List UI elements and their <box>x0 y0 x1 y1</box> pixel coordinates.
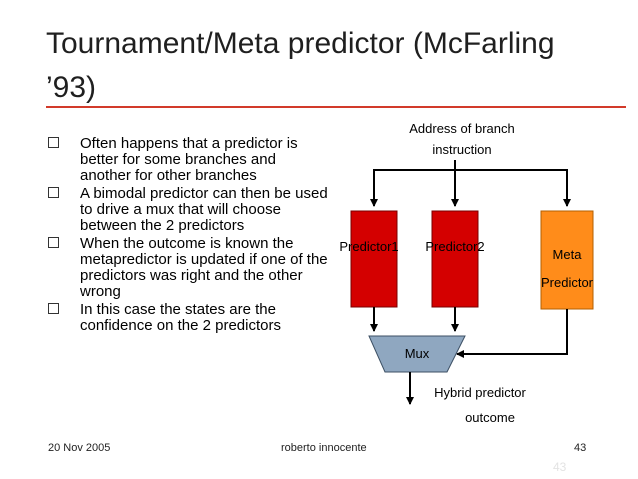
bullet-text: Often happens that a predictor is better… <box>80 135 298 184</box>
meta-label: Meta <box>553 247 583 262</box>
square-bullet-icon <box>48 303 59 314</box>
hybrid-label: Hybrid predictor <box>434 385 526 400</box>
meta-label-line2: Predictor <box>541 275 594 290</box>
predictor2-label: Predictor2 <box>425 239 484 254</box>
mux-block <box>368 335 466 373</box>
square-bullet-icon <box>48 237 59 248</box>
footer-author: roberto innocente <box>281 442 367 454</box>
footer-page-number: 43 <box>574 442 587 454</box>
slide-title: Tournament/Meta predictor (McFarling ’93… <box>46 27 555 104</box>
bullet-text: When the outcome is known the metapredic… <box>80 235 328 300</box>
hybrid-label-line2: outcome <box>465 410 515 425</box>
mux-label: Mux <box>405 346 430 361</box>
address-label: Address of branch <box>409 121 515 136</box>
bullet-text: A bimodal predictor can then be used to … <box>80 185 328 234</box>
bullet-item: In this case the states are the confiden… <box>48 302 328 334</box>
bullet-item: Often happens that a predictor is better… <box>48 136 328 184</box>
predictor2-block <box>431 210 479 308</box>
address-label-line2: instruction <box>432 142 491 157</box>
title-divider <box>46 106 626 108</box>
faint-page-number: 43 <box>553 460 567 474</box>
square-bullet-icon <box>48 137 59 148</box>
bullet-text: In this case the states are the confiden… <box>80 301 281 334</box>
bullet-list: Often happens that a predictor is better… <box>48 136 328 336</box>
predictor1-label: Predictor1 <box>339 239 398 254</box>
predictor1-block <box>350 210 398 308</box>
bullet-item: When the outcome is known the metapredic… <box>48 236 328 300</box>
square-bullet-icon <box>48 187 59 198</box>
bullet-item: A bimodal predictor can then be used to … <box>48 186 328 234</box>
footer-date: 20 Nov 2005 <box>48 442 111 454</box>
